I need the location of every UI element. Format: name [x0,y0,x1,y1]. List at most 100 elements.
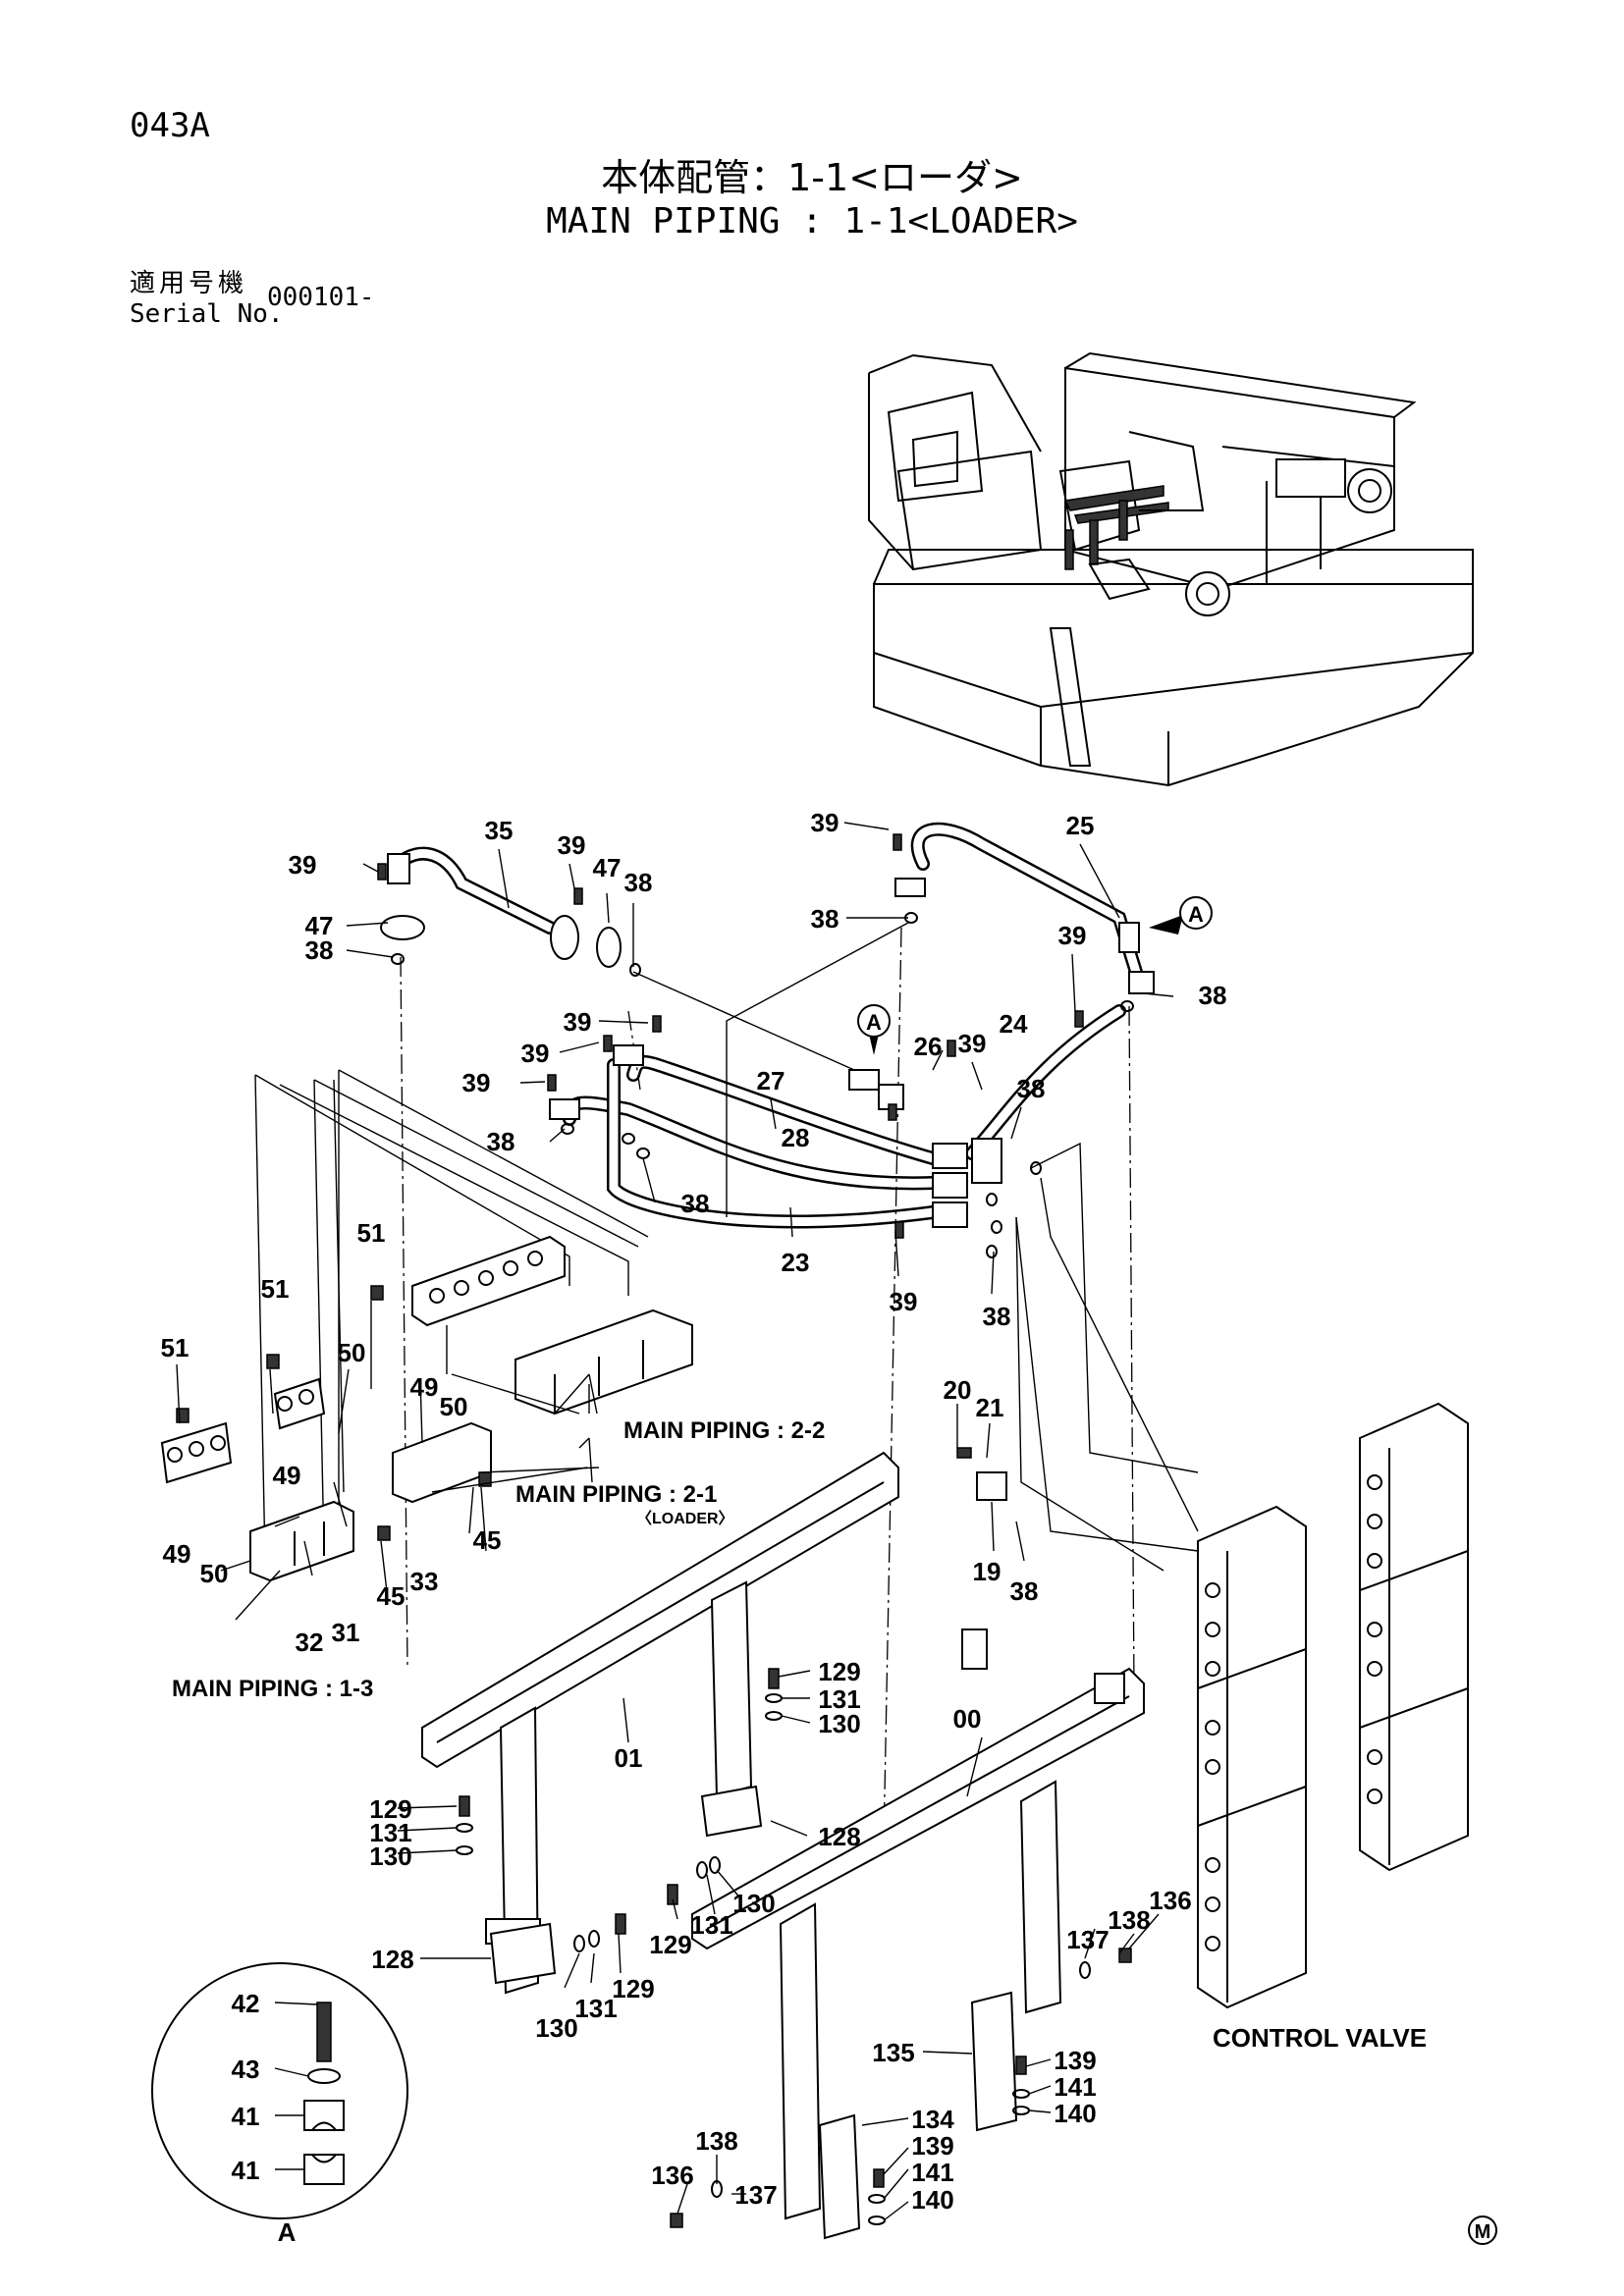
callout-39: 39 [462,1068,491,1097]
callout-39: 39 [811,808,839,837]
note-main-piping-2-2: MAIN PIPING : 2-2 [623,1417,825,1444]
callout-38: 38 [1017,1074,1046,1103]
callout-138: 138 [695,2126,737,2156]
callout-49: 49 [273,1461,301,1490]
control-valve-stacks [1197,1402,1469,2009]
routing-lines [254,922,1199,1572]
callout-130: 130 [818,1709,860,1738]
note-control-valve: CONTROL VALVE [1213,2023,1427,2053]
serial-label-japanese: 適用号機 [130,269,248,298]
bolt-washer-groups [456,1668,1132,2228]
callout-01: 01 [615,1743,643,1773]
callout-139: 139 [1054,2046,1096,2075]
callout-47: 47 [305,911,334,940]
callout-47: 47 [593,853,622,882]
callout-49: 49 [163,1539,191,1569]
callout-49: 49 [410,1372,439,1402]
callout-42: 42 [232,1989,260,2018]
callout-38: 38 [983,1302,1011,1331]
callout-50: 50 [440,1392,468,1421]
callout-38: 38 [811,904,839,934]
callout-25: 25 [1066,811,1095,840]
callout-33: 33 [410,1567,439,1596]
corner-mark-circle [1468,2216,1497,2245]
callout-50: 50 [200,1559,229,1588]
callout-141: 141 [911,2158,953,2187]
callout-139: 139 [911,2131,953,2161]
callout-23: 23 [782,1248,810,1277]
view-marker-a-center: A [866,1010,882,1035]
callout-140: 140 [1054,2099,1096,2128]
callout-45: 45 [377,1581,406,1611]
callout-131: 131 [369,1818,411,1847]
callout-141: 141 [1054,2072,1096,2102]
callout-41: 41 [232,2102,260,2131]
callout-130: 130 [535,2013,577,2043]
callout-26: 26 [914,1032,943,1061]
callout-38: 38 [487,1127,515,1156]
callout-135: 135 [872,2038,914,2067]
page-title-english: MAIN PIPING : 1-1<LOADER> [546,201,1078,241]
callout-39: 39 [890,1287,918,1316]
valve-blocks [160,1235,1007,1582]
callout-19: 19 [973,1557,1001,1586]
page-title-japanese: 本体配管：1-1<ローダ> [601,156,1023,199]
callout-28: 28 [782,1123,810,1152]
callout-131: 131 [690,1910,732,1940]
view-arrow-markers [857,896,1213,1055]
callout-130: 130 [369,1842,411,1871]
note-loader-sub: 〈LOADER〉 [636,1510,734,1527]
callout-39: 39 [558,830,586,860]
callout-39: 39 [564,1007,592,1037]
callout-numbers: 35 39 39 47 38 47 38 39 25 38 39 38 39 3… [161,808,1227,2215]
callout-137: 137 [734,2180,777,2210]
serial-number-value: 000101- [267,283,375,312]
callout-39: 39 [958,1029,987,1058]
hydraulic-pipes [391,822,1146,1229]
callout-24: 24 [1000,1009,1028,1039]
callout-137: 137 [1066,1925,1109,1954]
callout-38: 38 [305,935,334,965]
callout-130: 130 [732,1889,775,1918]
callout-20: 20 [944,1375,972,1405]
callout-129: 129 [612,1974,654,2003]
leader-lines [176,822,1174,2221]
detail-a-view [151,1962,408,2219]
callout-38: 38 [1010,1576,1039,1606]
corner-mark: M [1475,2221,1491,2243]
callout-128: 128 [818,1822,860,1851]
callout-128: 128 [371,1945,413,1974]
callout-41: 41 [232,2156,260,2185]
callout-43: 43 [232,2055,260,2084]
callout-21: 21 [976,1393,1004,1422]
callout-39: 39 [521,1039,550,1068]
callout-51: 51 [261,1274,290,1304]
serial-label-english: Serial No. [130,299,284,329]
callout-129: 129 [369,1794,411,1824]
view-marker-a-right: A [1188,902,1204,927]
callout-38: 38 [681,1189,710,1218]
reference-notes: MAIN PIPING : 2-2 MAIN PIPING : 2-1 〈LOA… [172,1417,1427,2053]
callout-140: 140 [911,2185,953,2215]
callout-129: 129 [818,1657,860,1686]
callout-129: 129 [649,1930,691,1959]
callout-35: 35 [485,816,514,845]
callout-131: 131 [818,1684,860,1714]
callout-38: 38 [624,868,653,897]
callout-138: 138 [1108,1905,1150,1935]
callout-131: 131 [574,1994,617,2023]
note-main-piping-2-1: MAIN PIPING : 2-1 [515,1481,717,1508]
callout-51: 51 [161,1333,189,1362]
callout-27: 27 [757,1066,785,1095]
callout-39: 39 [1058,921,1087,950]
callout-45: 45 [473,1525,502,1555]
note-main-piping-1-3: MAIN PIPING : 1-3 [172,1676,373,1702]
pipe-fittings [377,833,1155,1258]
callout-39: 39 [289,850,317,880]
callout-50: 50 [338,1338,366,1367]
callout-51: 51 [357,1218,386,1248]
callout-00: 00 [953,1704,982,1734]
page-code: 043A [130,106,210,145]
detail-view-label: A [278,2217,297,2247]
